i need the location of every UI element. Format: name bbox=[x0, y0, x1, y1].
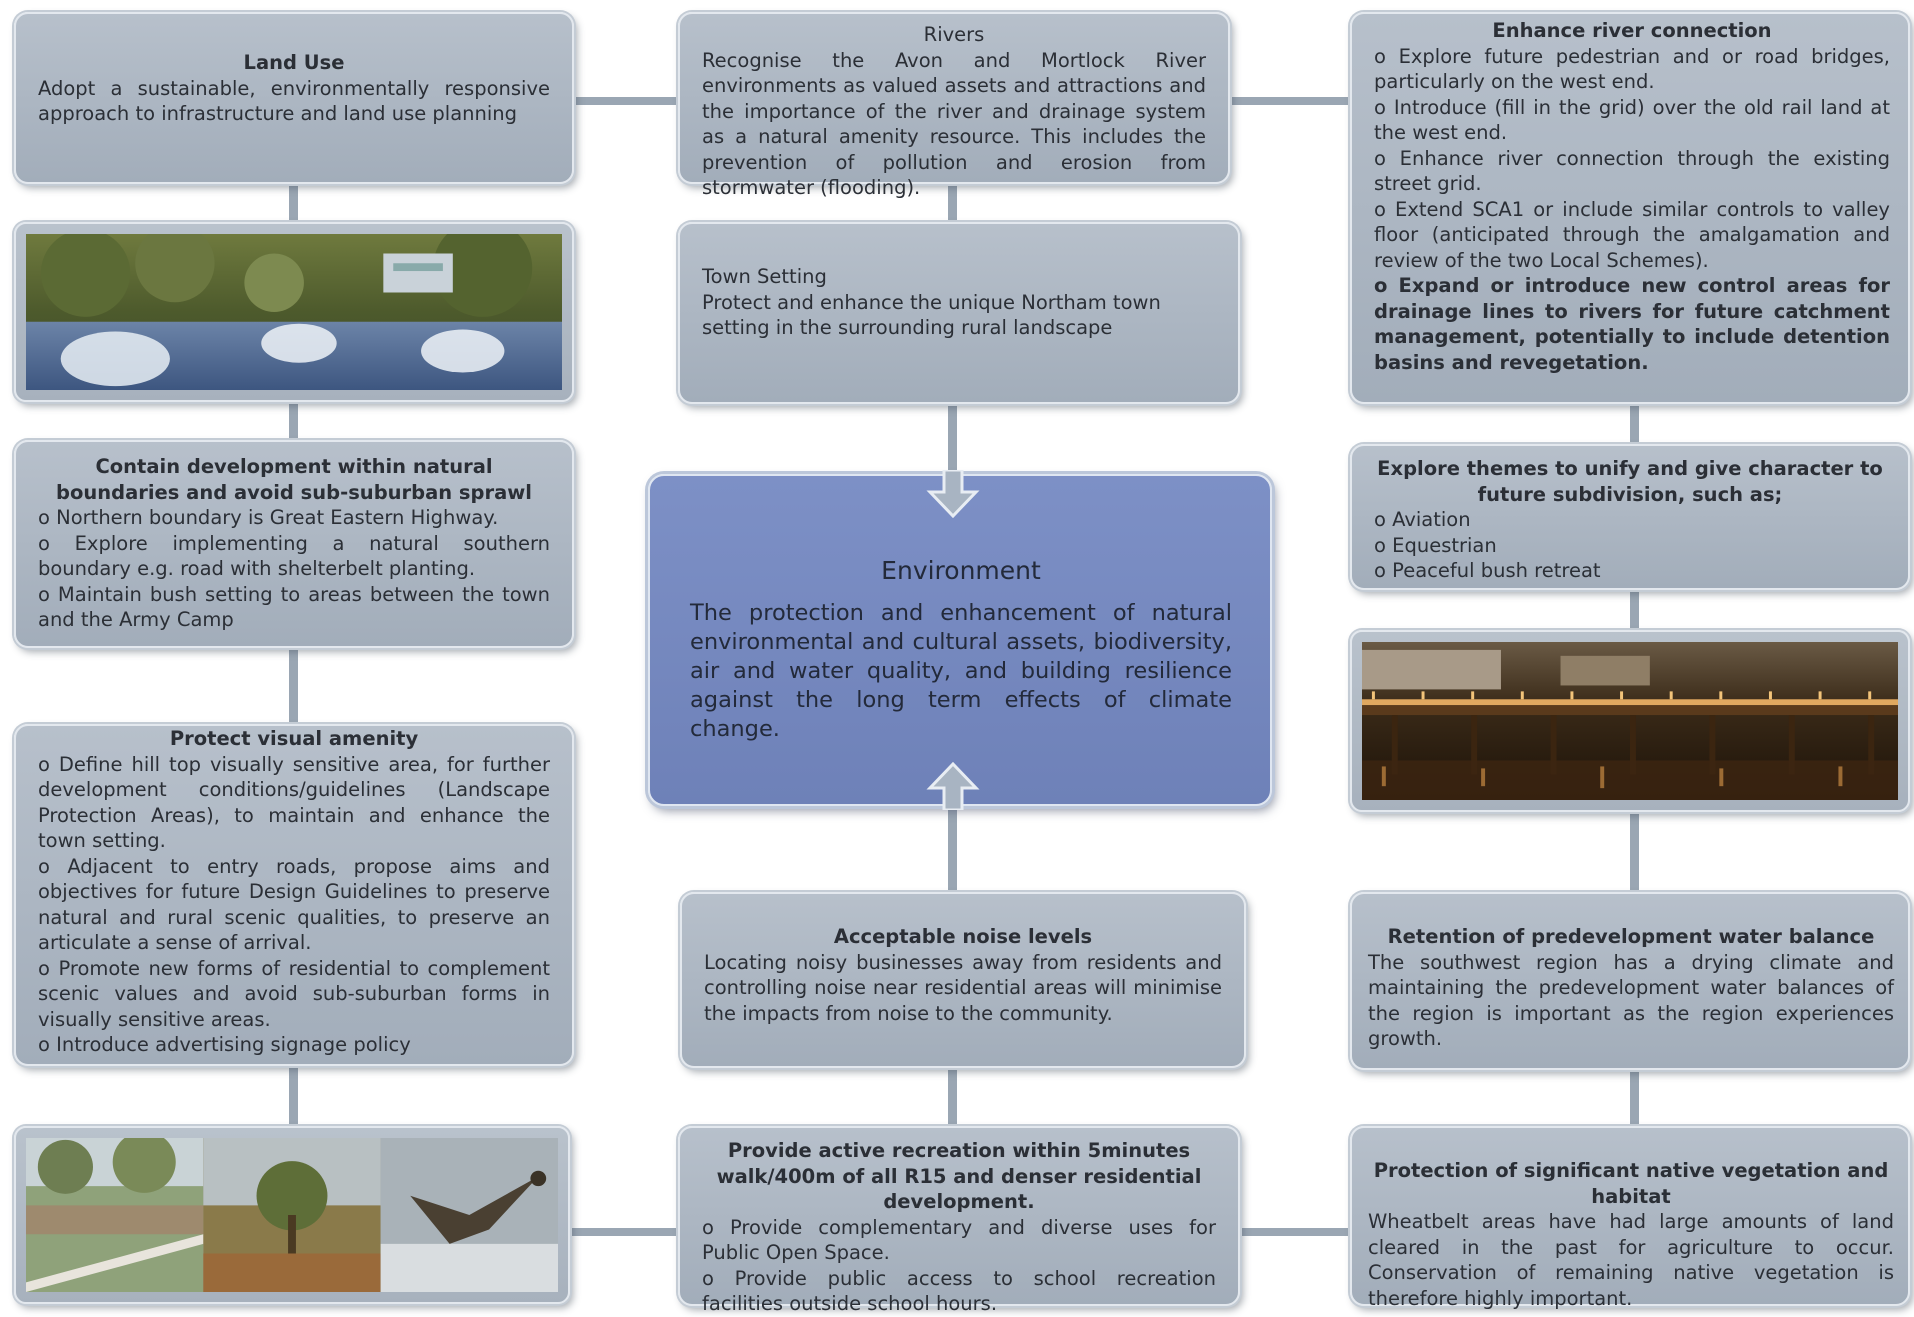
water-balance-box: Retention of predevelopment water balanc… bbox=[1350, 892, 1910, 1070]
noise-text: Locating noisy businesses away from resi… bbox=[704, 950, 1222, 1025]
connector-right-1 bbox=[1630, 402, 1639, 444]
list-item: Maintain bush setting to areas between t… bbox=[38, 582, 550, 633]
night-bridge-photo bbox=[1350, 630, 1910, 812]
connector-mid-4 bbox=[948, 1068, 957, 1128]
list-item: Provide complementary and diverse uses f… bbox=[702, 1215, 1216, 1266]
list-item: Aviation bbox=[1374, 507, 1886, 533]
rivers-title: Rivers bbox=[923, 23, 985, 46]
list-item: Explore future pedestrian and or road br… bbox=[1374, 44, 1890, 95]
connector-mid-2 bbox=[948, 402, 957, 490]
land-use-title: Land Use bbox=[243, 51, 345, 74]
explore-themes-list: Aviation Equestrian Peaceful bush retrea… bbox=[1374, 507, 1886, 584]
contain-development-box: Contain development within natural bound… bbox=[14, 440, 574, 648]
connector-right-4 bbox=[1630, 1068, 1639, 1126]
list-item: Explore implementing a natural southern … bbox=[38, 531, 550, 582]
connector-right-2 bbox=[1630, 588, 1639, 632]
arrow-up-icon bbox=[926, 762, 980, 810]
enhance-river-title: Enhance river connection bbox=[1492, 19, 1772, 42]
recreation-list: Provide complementary and diverse uses f… bbox=[702, 1215, 1216, 1317]
rivers-box: Rivers Recognise the Avon and Mortlock R… bbox=[678, 12, 1230, 199]
list-item: Peaceful bush retreat bbox=[1374, 558, 1886, 584]
water-balance-title: Retention of predevelopment water balanc… bbox=[1387, 925, 1875, 948]
list-item: Adjacent to entry roads, propose aims an… bbox=[38, 854, 550, 956]
connector-rivers-enhance bbox=[1230, 97, 1350, 105]
environment-box: Environment The protection and enhanceme… bbox=[648, 474, 1272, 806]
environment-title: Environment bbox=[881, 556, 1041, 585]
contain-development-title: Contain development within natural bound… bbox=[56, 455, 532, 504]
connector-bottom-left bbox=[570, 1228, 678, 1236]
connector-left-2 bbox=[289, 400, 298, 440]
town-setting-title: Town Setting bbox=[702, 265, 827, 288]
list-item: Promote new forms of residential to comp… bbox=[38, 956, 550, 1033]
town-setting-box: Town Setting Protect and enhance the uni… bbox=[678, 222, 1240, 404]
town-setting-text: Protect and enhance the unique Northam t… bbox=[702, 290, 1161, 340]
land-use-text: Adopt a sustainable, environmentally res… bbox=[38, 76, 550, 126]
connector-left-3 bbox=[289, 646, 298, 724]
explore-themes-title: Explore themes to unify and give charact… bbox=[1377, 457, 1883, 506]
list-item: Equestrian bbox=[1374, 533, 1886, 559]
connector-mid-1 bbox=[948, 183, 957, 223]
connector-mid-3 bbox=[948, 792, 957, 892]
connector-right-3 bbox=[1630, 810, 1639, 892]
vegetation-title: Protection of significant native vegetat… bbox=[1373, 1159, 1889, 1208]
vegetation-text: Wheatbelt areas have had large amounts o… bbox=[1368, 1210, 1894, 1310]
connector-bottom-right bbox=[1240, 1228, 1350, 1236]
water-balance-text: The southwest region has a drying climat… bbox=[1368, 950, 1894, 1051]
explore-themes-box: Explore themes to unify and give charact… bbox=[1350, 444, 1910, 590]
connector-left-1 bbox=[289, 183, 298, 223]
recreation-title: Provide active recreation within 5minute… bbox=[716, 1139, 1202, 1213]
enhance-river-box: Enhance river connection Explore future … bbox=[1350, 12, 1910, 404]
visual-amenity-box: Protect visual amenity Define hill top v… bbox=[14, 724, 574, 1066]
list-item: Northern boundary is Great Eastern Highw… bbox=[38, 505, 550, 531]
vegetation-box: Protection of significant native vegetat… bbox=[1350, 1126, 1910, 1310]
connector-left-4 bbox=[289, 1065, 298, 1127]
list-item: Define hill top visually sensitive area,… bbox=[38, 752, 550, 854]
environment-text: The protection and enhancement of natura… bbox=[690, 600, 1232, 742]
river-fountains-photo bbox=[14, 222, 574, 402]
list-item: Introduce (fill in the grid) over the ol… bbox=[1374, 95, 1890, 146]
list-item: Enhance river connection through the exi… bbox=[1374, 146, 1890, 197]
list-item: Introduce advertising signage policy bbox=[38, 1032, 550, 1058]
list-item: Extend SCA1 or include similar controls … bbox=[1374, 197, 1890, 274]
recreation-photos bbox=[14, 1126, 570, 1304]
land-use-box: Land Use Adopt a sustainable, environmen… bbox=[14, 12, 574, 184]
list-item: Provide public access to school recreati… bbox=[702, 1266, 1216, 1317]
visual-amenity-title: Protect visual amenity bbox=[169, 727, 419, 750]
rivers-text: Recognise the Avon and Mortlock River en… bbox=[702, 48, 1206, 200]
noise-title: Acceptable noise levels bbox=[833, 925, 1093, 948]
list-item: Expand or introduce new control areas fo… bbox=[1374, 273, 1890, 375]
connector-landuse-rivers bbox=[574, 97, 678, 105]
recreation-box: Provide active recreation within 5minute… bbox=[678, 1126, 1240, 1315]
contain-development-list: Northern boundary is Great Eastern Highw… bbox=[38, 505, 550, 633]
enhance-river-list: Explore future pedestrian and or road br… bbox=[1374, 44, 1890, 376]
noise-box: Acceptable noise levels Locating noisy b… bbox=[680, 892, 1246, 1068]
visual-amenity-list: Define hill top visually sensitive area,… bbox=[38, 752, 550, 1058]
arrow-down-icon bbox=[926, 470, 980, 518]
